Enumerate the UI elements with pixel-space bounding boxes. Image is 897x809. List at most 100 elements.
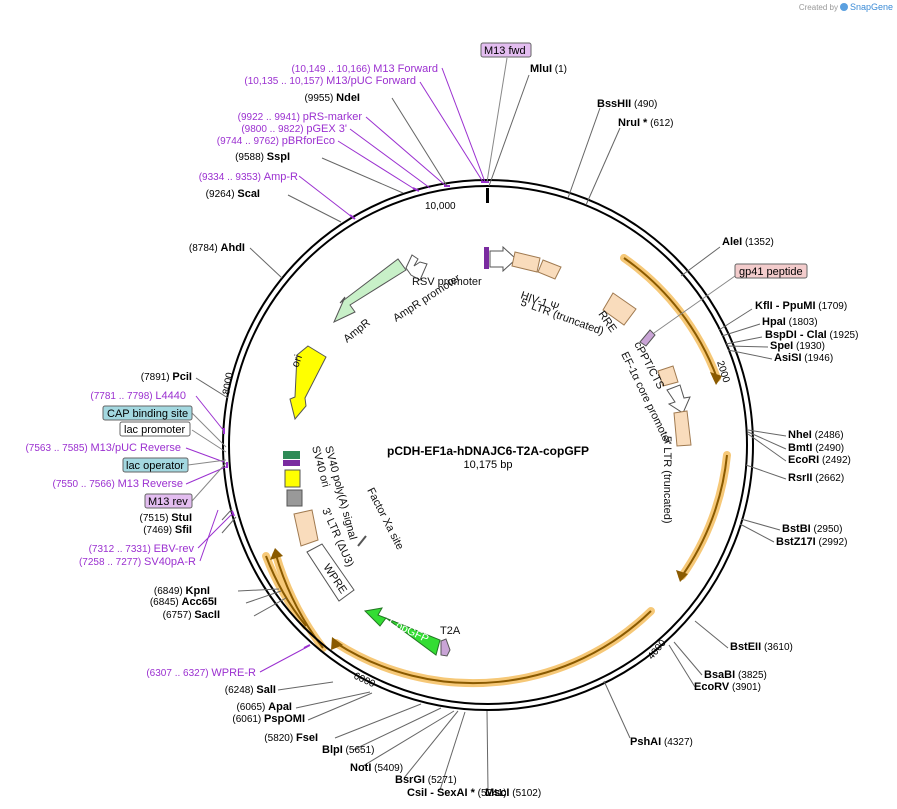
- site-label: (6061) PspOMI: [232, 713, 305, 725]
- tick-6000: 6000: [352, 671, 377, 691]
- lacop-box-label: lac operator: [126, 460, 184, 472]
- site-labels: MluI (1) BssHII (490) NruI * (612) AleI (13…: [140, 63, 859, 799]
- ltr5b-shape: [673, 410, 692, 447]
- ampr-label: AmpR: [341, 317, 372, 346]
- tick-10000: 10,000: [425, 201, 456, 212]
- site-label: BsrGI (5271): [395, 774, 457, 786]
- site-label: BmtI (2490): [788, 442, 844, 454]
- ltr5-label: 5' LTR (truncated): [519, 297, 605, 338]
- site-label: AsiSI (1946): [774, 352, 833, 364]
- ampr-shape: [333, 258, 407, 324]
- site-label: EcoRI (2492): [788, 454, 851, 466]
- t2a-label: T2A: [440, 625, 461, 637]
- snapgene-logo-icon: [840, 3, 848, 11]
- site-label: (6845) Acc65I: [150, 596, 217, 608]
- site-label: (6065) ApaI: [236, 701, 292, 713]
- primer-label: (7563 .. 7585) M13/pUC Reverse: [25, 442, 181, 454]
- primer-label: (7550 .. 7566) M13 Reverse: [53, 478, 183, 490]
- site-label: (7515) StuI: [140, 512, 192, 524]
- sv40-ori-small-b: [283, 460, 300, 466]
- primer-label: (10,149 .. 10,166) M13 Forward: [291, 63, 438, 75]
- box-leaders: [187, 57, 736, 502]
- site-label: (6248) SalI: [225, 684, 276, 696]
- rsv-promoter-shape: [489, 245, 517, 273]
- origin-marker: [486, 188, 489, 203]
- ltr3-shape: [293, 509, 319, 547]
- ef1a-shape: [657, 365, 679, 387]
- copgfp-shape: [363, 607, 441, 656]
- site-label: BstEII (3610): [730, 641, 793, 653]
- rre-shape: [602, 292, 637, 326]
- site-label: BstBI (2950): [782, 523, 842, 535]
- backbone-outer: [222, 179, 754, 711]
- m13fwd-box-label: M13 fwd: [484, 45, 526, 57]
- ltr5-shape: [537, 259, 562, 280]
- ori-label: ori: [290, 353, 305, 369]
- site-label: NotI (5409): [350, 762, 403, 774]
- primer-label: (7781 .. 7798) L4440: [90, 390, 186, 402]
- site-leaders: [195, 74, 787, 791]
- sv40-ori-small-a: [283, 451, 300, 459]
- ltr5b-label: 5' LTR (truncated): [661, 436, 673, 523]
- plasmid-size: 10,175 bp: [464, 459, 513, 471]
- site-label: (9588) SspI: [235, 151, 290, 163]
- site-label: MluI (1): [530, 63, 567, 75]
- plasmid-name: pCDH-EF1a-hDNAJC6-T2A-copGFP: [387, 444, 589, 458]
- site-label: (6757) SacII: [163, 609, 220, 621]
- wpre-shape: [306, 543, 355, 602]
- ampr-promoter-shape: [405, 254, 428, 281]
- site-label: BssHII (490): [597, 98, 657, 110]
- site-label: BstZ17I (2992): [776, 536, 847, 548]
- site-label: CsiI - SexAI * (5241): [407, 787, 507, 799]
- ef1a-promoter-arrow: [666, 384, 691, 414]
- site-label: KflI - PpuMI (1709): [755, 300, 847, 312]
- primer-label: (9744 .. 9762) pBRforEco: [217, 135, 335, 147]
- site-label: BlpI (5651): [322, 744, 374, 756]
- factorxa-mark: [357, 535, 367, 547]
- m13rev-box-label: M13 rev: [148, 496, 188, 508]
- rsv-marker: [484, 247, 489, 269]
- m13rev-box: [144, 493, 193, 509]
- site-label: AleI (1352): [722, 236, 774, 248]
- site-label: MscI (5102): [485, 787, 541, 799]
- site-label: HpaI (1803): [762, 316, 818, 328]
- gp41-box: [734, 263, 808, 279]
- feature-arcs: [265, 257, 728, 685]
- factorxa-label: Factor Xa site: [364, 486, 405, 552]
- primer-label: (6307 .. 6327) WPRE-R: [146, 667, 256, 679]
- created-by-text: Created by: [799, 3, 838, 12]
- cap-box-label: CAP binding site: [107, 408, 188, 420]
- gp41-box-label: gp41 peptide: [739, 266, 803, 278]
- site-label: SpeI (1930): [770, 340, 825, 352]
- site-label: PshAI (4327): [630, 736, 693, 748]
- primer-label: (9800 .. 9822) pGEX 3': [241, 123, 347, 135]
- brand-text: SnapGene: [850, 2, 893, 12]
- sv40-polya-shape: [284, 469, 301, 488]
- site-label: (7469) SfiI: [143, 524, 192, 536]
- site-label: (9264) ScaI: [206, 188, 260, 200]
- primer-label: (7312 .. 7331) EBV-rev: [89, 543, 195, 555]
- site-label: (6849) KpnI: [154, 585, 210, 597]
- primer-labels: (10,149 .. 10,166) M13 Forward(10,135 ..…: [25, 63, 438, 679]
- site-label: NruI * (612): [618, 117, 673, 129]
- site-label: (8784) AhdI: [189, 242, 245, 254]
- site-label: EcoRV (3901): [694, 681, 761, 693]
- tick-8000: 8000: [221, 371, 236, 395]
- site-label: BspDI - ClaI (1925): [765, 329, 858, 341]
- copgfp-label: CopGFP: [387, 616, 431, 646]
- site-label: (5820) FseI: [264, 732, 318, 744]
- m13fwd-box: [480, 42, 532, 58]
- primer-ticks: [223, 181, 489, 649]
- site-label: (7891) PciI: [141, 371, 192, 383]
- lacprom-box: [119, 421, 191, 437]
- lacop-box: [122, 457, 189, 473]
- primer-label: (10,135 .. 10,157) M13/pUC Forward: [244, 75, 416, 87]
- primer-label: (9334 .. 9353) Amp-R: [199, 171, 298, 183]
- hiv-psi-shape: [511, 251, 541, 273]
- label-boxes: M13 fwd gp41 peptide CAP binding site la…: [102, 42, 808, 509]
- backbone-inner: [228, 185, 748, 705]
- rsv-label: RSV promoter: [412, 276, 482, 288]
- site-label: BsaBI (3825): [704, 669, 767, 681]
- feature-arrowheads: [270, 372, 722, 650]
